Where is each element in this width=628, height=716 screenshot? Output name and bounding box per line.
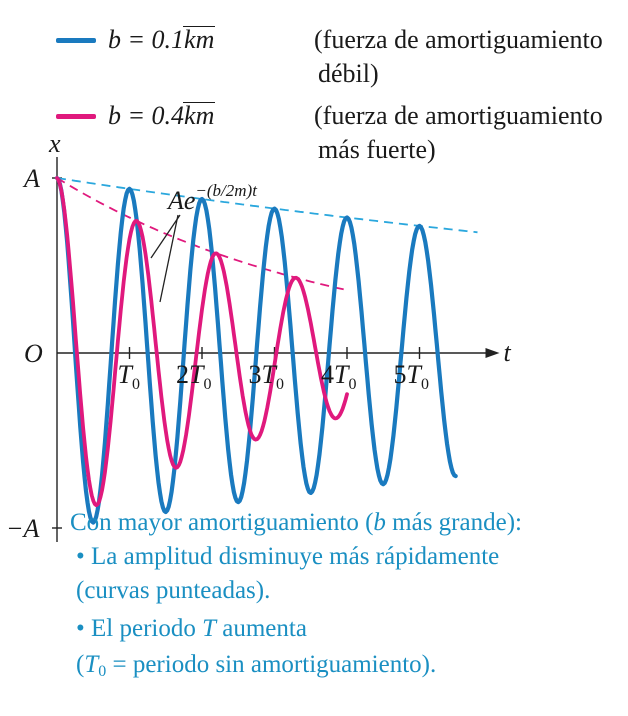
envelope-label: Ae−(b/2m)t	[166, 181, 258, 215]
x-tick-label: 3T0	[249, 360, 284, 393]
envelope-leader-blue	[150, 214, 181, 259]
legend-equation-strong: b = 0.4km	[108, 101, 216, 130]
x-tick-label: 4T0	[321, 360, 356, 393]
notes-bullet-2-cont: (T0 = periodo sin amortiguamiento).	[76, 651, 437, 680]
y-tick-label: −A	[6, 514, 40, 543]
series-line	[54, 175, 458, 525]
axis-labels: T0 2T0 3T0 4T0 5T0 A O −A t xAe−(b/2m)t	[6, 129, 512, 543]
envelope-curve	[56, 177, 478, 234]
x-tick-label: 2T0	[176, 360, 211, 393]
x-axis-arrow	[485, 348, 500, 358]
x-tick-label: T0	[118, 360, 140, 393]
y-tick-label: O	[24, 339, 43, 368]
legend-desc-strong-1: (fuerza de amortiguamiento	[314, 101, 603, 130]
notes-bullet-1: • La amplitud disminuye más rápidamente	[76, 543, 500, 570]
legend: b = 0.1km (fuerza de amortiguamiento déb…	[56, 24, 616, 94]
legend-desc-weak-1: (fuerza de amortiguamiento	[314, 25, 603, 54]
legend-equation-weak: b = 0.1km	[108, 25, 216, 54]
legend-swatch-strong	[56, 114, 96, 119]
notes-bullet-2: • El periodo T aumenta	[76, 615, 307, 642]
legend-swatch-weak	[56, 38, 96, 43]
envelope-leader-pink	[159, 214, 179, 303]
legend-2: b = 0.4km (fuerza de amortiguamiento más…	[56, 100, 616, 170]
y-axis-label: x	[48, 129, 61, 158]
x-axis-label: t	[504, 338, 512, 367]
series-line	[55, 176, 349, 508]
notes-bullet-1-cont: (curvas punteadas).	[76, 577, 271, 604]
x-tick-label: 5T0	[394, 360, 429, 393]
notes-heading: Con mayor amortiguamiento (b más grande)…	[70, 509, 522, 536]
series	[54, 175, 458, 525]
y-tick-label: A	[22, 164, 40, 193]
legend-desc-strong-2: más fuerte)	[318, 135, 436, 164]
legend-desc-weak-2: débil)	[318, 59, 379, 88]
